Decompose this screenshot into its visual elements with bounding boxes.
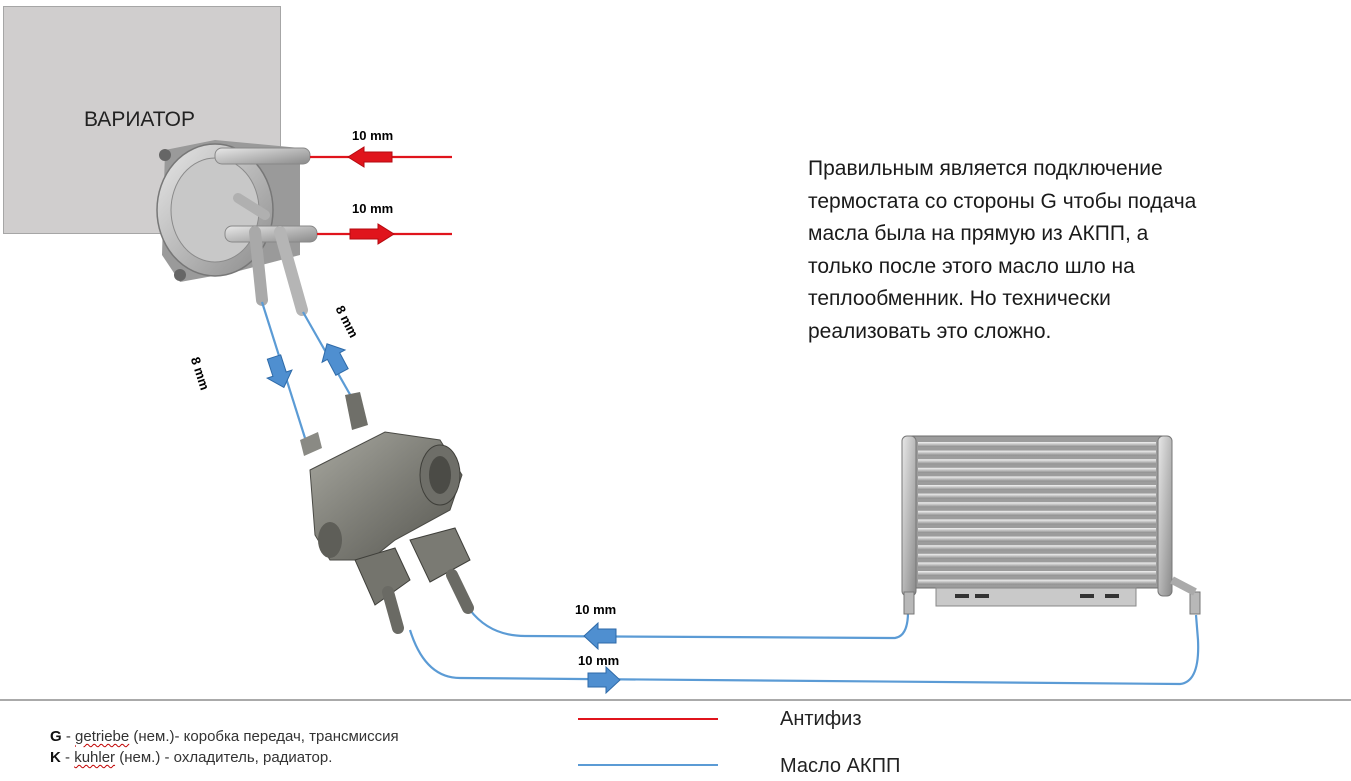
label-10mm-second: 10 mm: [352, 201, 394, 216]
radiator-fin: [918, 553, 1156, 559]
radiator-fin: [918, 467, 1156, 473]
radiator-fin: [918, 510, 1156, 516]
radiator-fin: [918, 562, 1156, 568]
definition-g: G - getriebe (нем.)- коробка передач, тр…: [50, 728, 399, 745]
oil-line-lower-supply: [408, 614, 1200, 686]
definition-term: getriebe: [75, 728, 130, 745]
radiator-fin: [918, 528, 1156, 533]
oil-arrow-down: [265, 354, 293, 389]
radiator-fin: [918, 450, 1156, 456]
heat-exchanger-icon: [156, 140, 318, 316]
label-10mm-bottom-lower: 10 mm: [578, 653, 620, 668]
definition-sep: -: [61, 728, 76, 745]
oil-arrow-left: [583, 621, 617, 651]
radiator-fin: [918, 493, 1156, 499]
thermostat-icon: [300, 392, 474, 634]
oil-line-upper-return: [469, 609, 910, 640]
definition-text: (нем.) - охладитель, радиатор.: [115, 749, 333, 766]
radiator-fin: [918, 579, 1156, 585]
oil-arrow-right: [587, 665, 621, 695]
radiator-fin: [918, 519, 1156, 525]
oil-cooler-icon: [901, 435, 1201, 615]
legend-swatch-oil: [578, 764, 718, 766]
definition-key: G: [50, 728, 62, 745]
radiator-fin: [918, 476, 1156, 482]
radiator-fin: [918, 536, 1156, 542]
definition-sep: -: [60, 749, 75, 766]
label-10mm-top: 10 mm: [352, 128, 394, 143]
radiator-fin: [918, 571, 1156, 576]
red-arrow-in: [347, 146, 393, 168]
legend-swatch-antifreeze: [578, 718, 718, 720]
label-10mm-bottom-upper: 10 mm: [575, 602, 617, 617]
variator-label: ВАРИАТОР: [84, 108, 196, 131]
radiator-fin: [918, 502, 1156, 508]
legend-label-antifreeze: Антифиз: [780, 708, 862, 730]
radiator-fin: [918, 485, 1156, 490]
red-arrow-out: [349, 223, 395, 245]
radiator-fin: [918, 459, 1156, 465]
definition-text: (нем.)- коробка передач, трансмиссия: [129, 728, 399, 745]
radiator-fin: [918, 545, 1156, 551]
definition-k: K - kuhler (нем.) - охладитель, радиатор…: [50, 749, 332, 766]
radiator-fin: [918, 442, 1156, 447]
definition-term: kuhler: [74, 749, 116, 766]
explanation-note: Правильным является подключение термоста…: [808, 157, 1197, 343]
legend-label-oil: Масло АКПП: [780, 755, 901, 777]
definition-key: K: [50, 749, 61, 766]
oil-arrow-up: [321, 343, 349, 376]
